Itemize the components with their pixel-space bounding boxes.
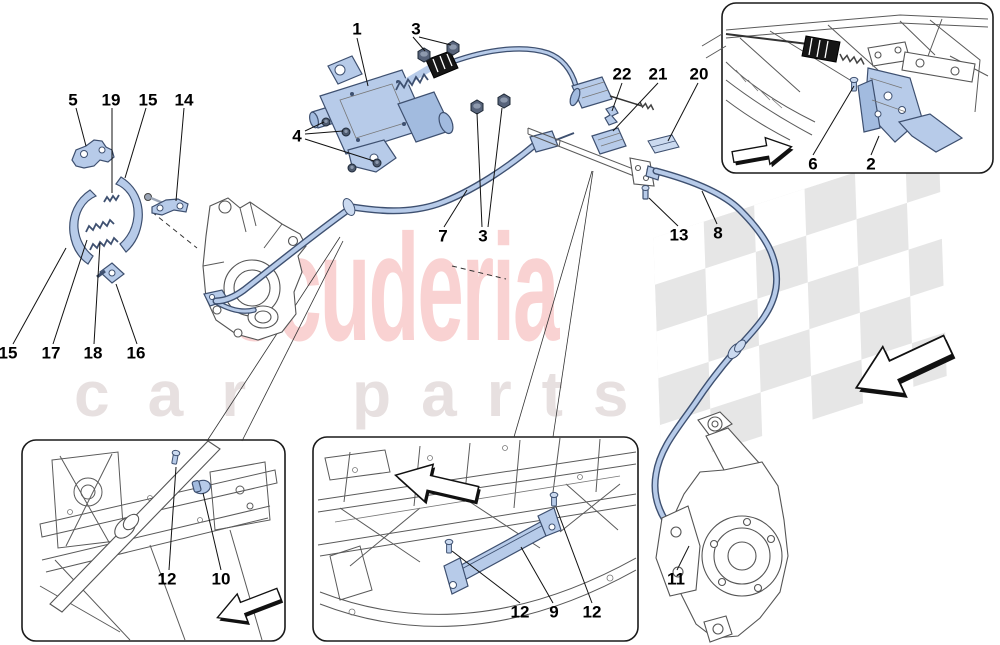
callout-17: 17	[41, 343, 61, 363]
brake-shoe-cluster	[69, 139, 307, 341]
callout-8: 8	[713, 223, 723, 243]
callout-12c: 12	[582, 602, 602, 622]
callout-12b: 12	[510, 602, 530, 622]
callout-10: 10	[211, 569, 231, 589]
callout-4: 4	[292, 126, 302, 146]
cable-junction-parts	[527, 76, 680, 200]
callout-13: 13	[669, 225, 689, 245]
parking-brake-cable-left	[212, 130, 575, 305]
callout-22: 22	[612, 64, 632, 84]
callout-14: 14	[174, 90, 194, 110]
return-spring-upper	[103, 194, 120, 203]
mount-bolt	[849, 76, 859, 92]
lever-funnel	[897, 113, 964, 153]
callout-3b: 3	[478, 226, 488, 246]
crossmember-screw-1	[444, 538, 454, 554]
callout-5: 5	[68, 90, 78, 110]
cable-clip	[191, 479, 211, 495]
callout-3a: 3	[411, 19, 421, 39]
direction-arrow-main	[844, 320, 962, 416]
callout-21: 21	[648, 64, 668, 84]
callout-20: 20	[689, 64, 709, 84]
shoe-spring-2	[89, 236, 119, 251]
callout-9: 9	[549, 602, 559, 622]
cable-junction-block	[571, 76, 613, 109]
callout-7: 7	[438, 226, 448, 246]
callout-19: 19	[101, 90, 121, 110]
inset-bottom-center	[317, 437, 637, 627]
shoe-adjuster	[96, 262, 125, 284]
shoe-spring-1	[85, 218, 115, 233]
rear-knuckle-left	[202, 197, 307, 341]
watermark-word-car: car	[74, 358, 285, 430]
callout-16: 16	[126, 343, 146, 363]
callout-6: 6	[808, 154, 818, 174]
cable-ferrule	[342, 198, 356, 216]
callout-12a: 12	[157, 569, 177, 589]
construction-lines	[151, 170, 594, 442]
cable-boot	[425, 50, 459, 79]
inset-top-right	[725, 14, 989, 153]
retaining-clip	[604, 105, 619, 126]
brake-shoe-left	[69, 189, 98, 265]
cable-support-crossmember	[443, 507, 562, 595]
rear-knuckle-right	[655, 411, 789, 643]
parking-brake-lever	[71, 139, 115, 169]
leader-lines	[12, 36, 880, 604]
actuator-boot-spring	[395, 72, 429, 91]
callout-18: 18	[83, 343, 103, 363]
callout-15a: 15	[138, 90, 158, 110]
pivot-pin	[641, 185, 650, 200]
callout-11: 11	[667, 569, 685, 589]
equalizer-housing	[591, 127, 627, 155]
callout-2: 2	[866, 154, 876, 174]
inset-bottom-left	[39, 440, 278, 641]
callout-15b: 15	[0, 343, 18, 363]
watermark-word-parts: parts	[352, 358, 659, 430]
parking-brake-actuator	[309, 46, 579, 173]
brake-shoe-right	[115, 176, 143, 253]
callout-1: 1	[352, 19, 362, 39]
crossmember-screw-2	[549, 491, 559, 507]
